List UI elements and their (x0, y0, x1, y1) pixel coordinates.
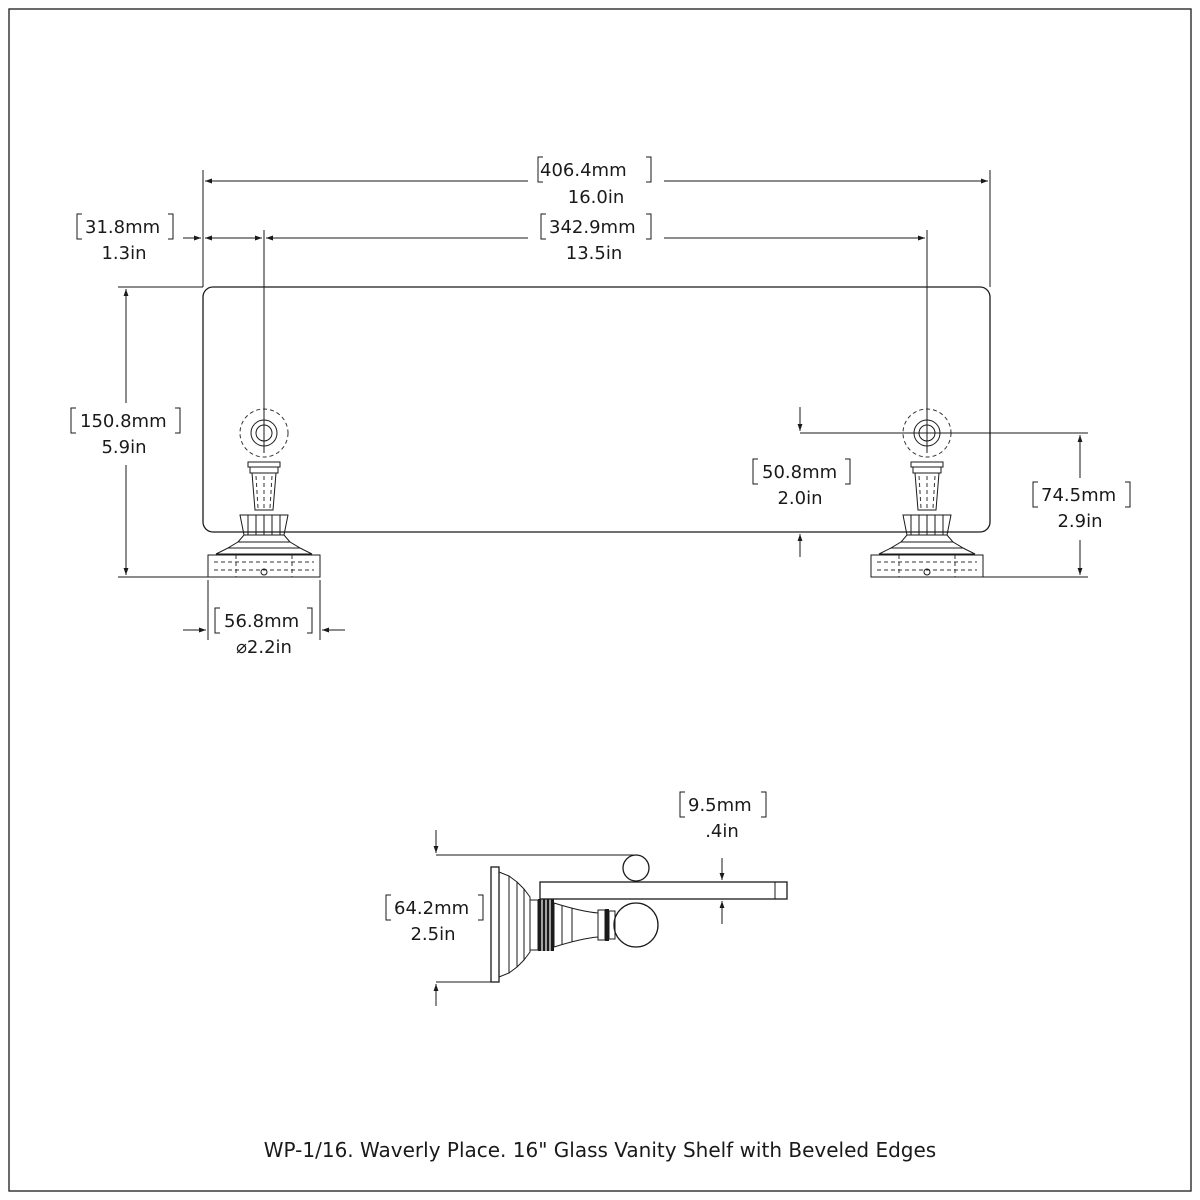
left-post (207, 408, 321, 578)
side-view: 64.2mm 2.5in 9.5mm .4in (385, 791, 788, 1006)
glass-panel (202, 286, 991, 533)
dim-glass-thickness-in: .4in (705, 821, 739, 842)
dim-glass-offset: 50.8mm 2.0in (752, 407, 851, 557)
dim-projection: 64.2mm 2.5in (385, 830, 484, 1006)
dim-edge-offset-mm: 31.8mm (85, 217, 160, 238)
dim-projection-in: 2.5in (410, 924, 455, 945)
dim-post-spacing-in: 13.5in (566, 243, 623, 264)
page-border (8, 8, 1192, 1192)
dim-mount-height: 74.5mm 2.9in (1032, 435, 1131, 575)
dim-edge-offset-in: 1.3in (101, 243, 146, 264)
dim-mount-height-mm: 74.5mm (1041, 485, 1116, 506)
dim-base-diameter-mm: 56.8mm (224, 611, 299, 632)
dim-projection-mm: 64.2mm (394, 898, 469, 919)
dim-total-height-mm: 150.8mm (80, 411, 167, 432)
dim-base-diameter: 56.8mm ⌀2.2in (183, 607, 345, 658)
dim-mount-height-in: 2.9in (1057, 511, 1102, 532)
drawing-caption: WP-1/16. Waverly Place. 16" Glass Vanity… (263, 1138, 937, 1162)
dim-glass-thickness-mm: 9.5mm (688, 795, 752, 816)
dim-glass-offset-mm: 50.8mm (762, 462, 837, 483)
dim-glass-thickness: 9.5mm .4in (679, 791, 767, 924)
dim-overall-width-mm: 406.4mm (540, 160, 627, 181)
dim-overall-width-in: 16.0in (568, 187, 625, 208)
dim-total-height-in: 5.9in (101, 437, 146, 458)
dim-overall-width: 406.4mm 16.0in (205, 156, 988, 208)
dim-total-height: 150.8mm 5.9in (70, 289, 181, 575)
dim-edge-offset: 31.8mm 1.3in (76, 213, 262, 264)
dim-base-diameter-in: ⌀2.2in (236, 637, 292, 658)
dim-post-spacing: 342.9mm 13.5in (266, 213, 925, 264)
right-post (870, 408, 984, 578)
dim-post-spacing-mm: 342.9mm (549, 217, 636, 238)
dim-glass-offset-in: 2.0in (777, 488, 822, 509)
front-view: 406.4mm 16.0in 31.8mm 1.3in 342.9mm 13.5… (70, 156, 1131, 658)
